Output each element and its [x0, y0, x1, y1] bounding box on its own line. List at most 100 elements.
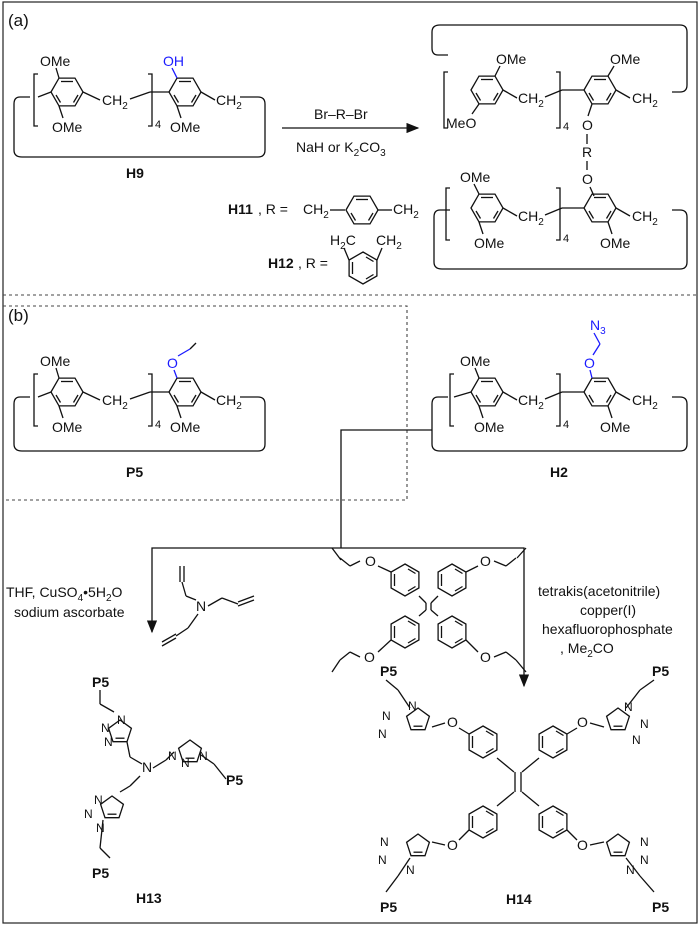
- panel-b-label: (b): [8, 306, 29, 325]
- svg-text:O: O: [480, 649, 491, 665]
- svg-text:N: N: [104, 735, 113, 749]
- svg-text:N: N: [378, 853, 387, 867]
- h9-structure: 4 OMe OMe CH2 OH OMe CH2: [13, 53, 266, 158]
- svg-text:O: O: [582, 171, 593, 187]
- svg-text:R: R: [582, 144, 592, 160]
- svg-text:P5: P5: [652, 899, 669, 915]
- svg-text:N: N: [640, 835, 649, 849]
- svg-text:O: O: [447, 837, 458, 853]
- p5-structure: 4 OMe OMe CH2 O OMe CH2: [13, 342, 266, 452]
- h9-ome-top: OMe: [40, 53, 71, 69]
- branch-line: [340, 429, 432, 548]
- svg-text:P5: P5: [652, 663, 669, 679]
- dimer-structure: 4 OMe MeO CH2 OMe CH2 O R O 4 OMe OMe CH…: [431, 24, 688, 270]
- svg-text:CH2: CH2: [518, 90, 544, 110]
- h14-structure: O N N N P5 O N N N P5 O N N N P5 O N N: [378, 663, 669, 915]
- svg-text:CH2: CH2: [102, 392, 128, 412]
- h13-label: H13: [136, 890, 162, 906]
- svg-text:OMe: OMe: [610, 51, 641, 67]
- right-conditions-line4: , Me2CO: [560, 640, 614, 660]
- h9-ch2-1: CH2: [102, 92, 128, 112]
- left-conditions-line2: sodium ascorbate: [14, 604, 125, 620]
- h2-structure: 4 OMe OMe CH2 O N3 OMe CH2: [431, 317, 688, 452]
- svg-text:, R =: , R =: [298, 255, 328, 271]
- svg-text:N: N: [117, 713, 126, 727]
- svg-text:CH2: CH2: [632, 208, 658, 228]
- h9-oh: OH: [163, 53, 184, 69]
- svg-text:CH2: CH2: [376, 232, 402, 252]
- svg-text:, R =: , R =: [258, 201, 288, 217]
- svg-text:H2C: H2C: [330, 232, 356, 252]
- h13-structure: P5 N N N N N N N P5 N N N P5: [84, 674, 243, 881]
- svg-text:N: N: [378, 727, 387, 741]
- svg-text:H11: H11: [228, 201, 253, 217]
- svg-text:N: N: [94, 793, 103, 807]
- h9-label: H9: [126, 165, 144, 181]
- h11-linker: H11 , R = CH2 CH2: [228, 195, 419, 225]
- right-conditions-line1: tetrakis(acetonitrile): [538, 583, 660, 599]
- svg-text:OMe: OMe: [40, 353, 71, 369]
- h12-linker: H12 , R = H2C CH2: [268, 232, 402, 285]
- svg-text:OMe: OMe: [496, 51, 527, 67]
- svg-text:N: N: [382, 709, 391, 723]
- svg-text:N: N: [168, 749, 177, 763]
- svg-text:N: N: [640, 717, 649, 731]
- p5-box: [3, 305, 408, 501]
- svg-text:4: 4: [563, 419, 569, 431]
- svg-text:OMe: OMe: [600, 419, 631, 435]
- svg-text:N: N: [181, 756, 190, 770]
- svg-text:CH2: CH2: [632, 90, 658, 110]
- svg-text:CH2: CH2: [518, 392, 544, 412]
- svg-text:O: O: [447, 714, 458, 730]
- svg-text:N: N: [626, 863, 635, 877]
- h9-ome-bottom: OMe: [52, 119, 83, 135]
- svg-text:N: N: [84, 807, 93, 821]
- svg-text:O: O: [167, 355, 178, 371]
- svg-text:N: N: [380, 835, 389, 849]
- svg-text:CH2: CH2: [393, 201, 419, 221]
- right-conditions-line3: hexafluorophosphate: [542, 621, 673, 637]
- h9-repeat-4: 4: [155, 119, 161, 131]
- tripropargylamine: N: [161, 566, 255, 647]
- svg-text:N3: N3: [590, 317, 606, 337]
- svg-text:N: N: [196, 598, 206, 614]
- svg-text:4: 4: [563, 121, 569, 133]
- svg-text:MeO: MeO: [446, 115, 476, 131]
- svg-text:N: N: [640, 853, 649, 867]
- svg-text:OMe: OMe: [474, 419, 505, 435]
- svg-text:N: N: [408, 699, 417, 713]
- svg-text:CH2: CH2: [518, 208, 544, 228]
- h9-ome-3: OMe: [170, 119, 201, 135]
- svg-text:N: N: [96, 821, 105, 835]
- svg-text:P5: P5: [380, 899, 397, 915]
- svg-text:P5: P5: [380, 663, 397, 679]
- svg-text:CH2: CH2: [632, 392, 658, 412]
- svg-text:O: O: [365, 553, 376, 569]
- svg-text:N: N: [142, 759, 152, 775]
- svg-text:O: O: [584, 355, 595, 371]
- svg-text:O: O: [480, 553, 491, 569]
- svg-text:4: 4: [155, 419, 161, 431]
- svg-text:OMe: OMe: [52, 419, 83, 435]
- reagent-line2: NaH or K2CO3: [296, 139, 386, 159]
- svg-text:CH2: CH2: [216, 392, 242, 412]
- svg-text:O: O: [582, 117, 593, 133]
- h14-label: H14: [506, 891, 532, 907]
- svg-text:P5: P5: [92, 674, 109, 690]
- svg-text:O: O: [577, 714, 588, 730]
- left-conditions-line1: THF, CuSO4•5H2O: [6, 584, 123, 604]
- svg-text:O: O: [577, 837, 588, 853]
- arrow-right: [341, 547, 530, 688]
- svg-text:N: N: [632, 733, 641, 747]
- panel-a-label: (a): [8, 11, 29, 30]
- h9-ch2-2: CH2: [216, 92, 242, 112]
- svg-text:H12: H12: [268, 255, 294, 271]
- svg-text:OMe: OMe: [170, 419, 201, 435]
- svg-text:4: 4: [563, 233, 569, 245]
- right-conditions-line2: copper(I): [580, 602, 636, 618]
- tpe-alkyne: O O O O: [331, 547, 527, 673]
- svg-text:N: N: [406, 863, 415, 877]
- svg-text:P5: P5: [92, 865, 109, 881]
- arrow-left: [146, 547, 341, 634]
